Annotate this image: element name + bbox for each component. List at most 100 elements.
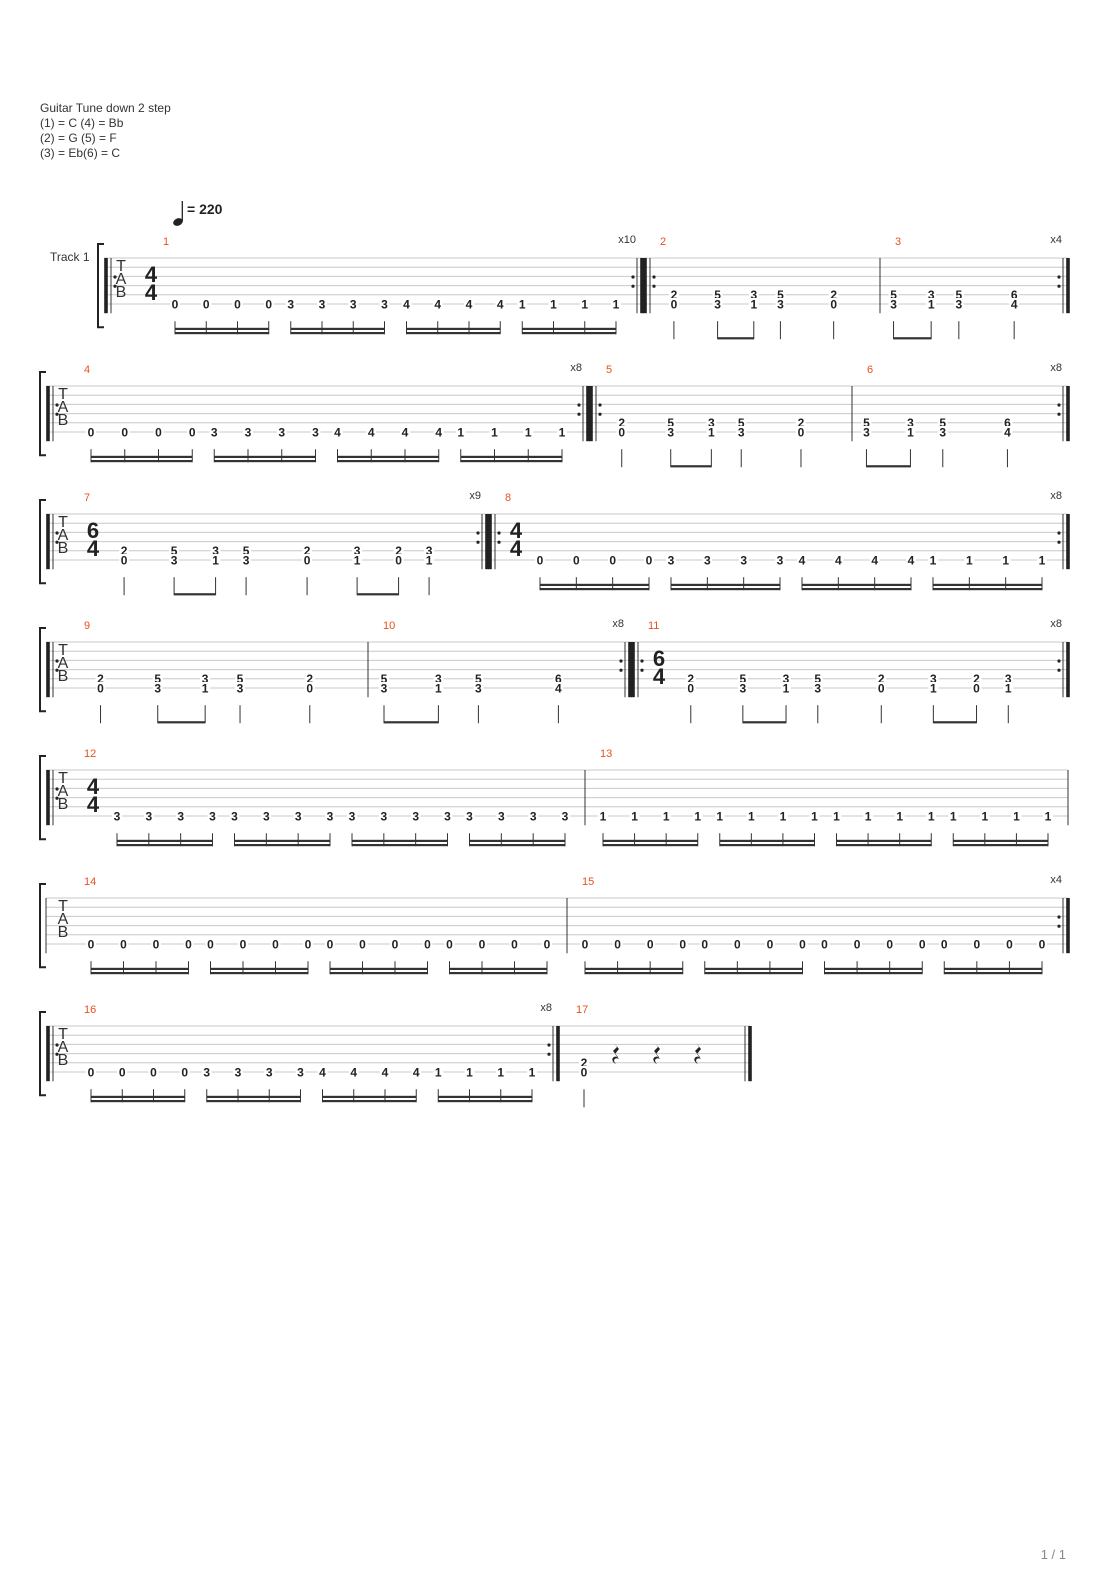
beam: [157, 721, 206, 724]
fret-bg: [303, 938, 313, 950]
fret-number: 0: [327, 937, 334, 951]
beam: [290, 327, 385, 330]
system-bracket: [39, 1011, 46, 1097]
repeat-dot: [577, 412, 581, 416]
fret-bg: [553, 682, 564, 694]
fret-bg: [393, 544, 404, 557]
fret-bg: [580, 938, 590, 950]
fret-bg: [433, 682, 444, 694]
thick-barline: [640, 258, 644, 314]
fret-bg: [332, 426, 343, 438]
fret-bg: [876, 672, 887, 685]
beam: [933, 588, 1042, 591]
fret-number: 4: [435, 425, 442, 439]
fret-bg: [148, 1066, 159, 1078]
fret-number: 3: [245, 425, 252, 439]
fret-number: 1: [708, 425, 715, 439]
fret-number: 4: [799, 553, 806, 567]
fret-bg: [119, 544, 130, 557]
repeat-dot: [55, 403, 59, 407]
fret-bg: [302, 554, 313, 566]
beam: [719, 839, 815, 842]
bar-number: 8: [505, 492, 511, 504]
repeat-dot: [55, 796, 59, 800]
fret-number: 1: [550, 297, 557, 311]
fret-bg: [748, 298, 759, 310]
fret-number: 0: [919, 937, 926, 951]
beam: [406, 332, 501, 335]
repeat-dot: [1057, 412, 1061, 416]
fret-bg: [553, 672, 564, 685]
fret-number: 3: [955, 297, 962, 311]
fret-number: 1: [896, 809, 903, 823]
system-bracket: [39, 371, 46, 457]
fret-bg: [393, 554, 404, 566]
fret-bg: [464, 1066, 475, 1078]
fret-bg: [812, 672, 823, 685]
fret-bg: [400, 426, 410, 438]
beam: [210, 967, 308, 970]
beam: [933, 583, 1042, 586]
fret-number: 2: [97, 672, 104, 686]
beam: [944, 972, 1042, 975]
fret-bg: [668, 288, 679, 301]
fret-bg: [325, 938, 335, 950]
fret-bg: [235, 682, 246, 694]
tuning-line: Guitar Tune down 2 step: [40, 101, 171, 115]
fret-number: 0: [189, 425, 196, 439]
fret-number: 6: [1011, 288, 1018, 302]
fret-number: 3: [319, 297, 326, 311]
fret-bg: [888, 288, 899, 301]
fret-bg: [971, 682, 982, 694]
tuning-line: (3) = Eb(6) = C: [40, 146, 121, 160]
fret-number: 4: [403, 297, 410, 311]
fret-bg: [1000, 554, 1011, 566]
fret-number: 3: [237, 681, 244, 695]
fret-bg: [118, 938, 129, 950]
fret-bg: [473, 682, 484, 694]
fret-bg: [666, 554, 676, 566]
fret-bg: [852, 938, 863, 950]
quarter-rest-icon: [694, 1043, 701, 1064]
fret-number: 1: [631, 809, 638, 823]
beam: [824, 967, 923, 970]
fret-bg: [422, 938, 433, 950]
time-signature-bottom: 4: [653, 664, 666, 689]
fret-bg: [607, 554, 618, 566]
thick-barline: [1066, 386, 1070, 442]
fret-number: 0: [207, 937, 214, 951]
fret-number: 3: [426, 544, 433, 558]
fret-bg: [797, 938, 808, 950]
fret-bg: [243, 426, 253, 438]
bar-number: 17: [576, 1004, 588, 1016]
repeat-dot: [476, 540, 480, 544]
fret-number: 5: [714, 288, 721, 302]
fret-number: 3: [714, 297, 721, 311]
fret-bg: [937, 416, 948, 429]
fret-bg: [410, 810, 421, 822]
thick-barline: [628, 642, 632, 698]
fret-number: 3: [704, 553, 711, 567]
beam: [460, 455, 562, 458]
fret-bg: [263, 298, 274, 310]
fret-number: 0: [537, 553, 544, 567]
fret-bg: [677, 938, 688, 950]
fret-bg: [888, 298, 899, 310]
beam: [585, 972, 683, 975]
fret-number: 0: [973, 937, 980, 951]
fret-number: 0: [973, 681, 980, 695]
fret-bg: [433, 1066, 444, 1078]
fret-number: 2: [973, 672, 980, 686]
fret-number: 5: [955, 288, 962, 302]
fret-number: 1: [966, 553, 973, 567]
fret-bg: [276, 426, 287, 438]
fret-number: 0: [88, 1065, 95, 1079]
fret-number: 3: [171, 553, 178, 567]
fret-bg: [831, 810, 842, 822]
beam: [460, 460, 562, 463]
fret-number: 1: [930, 681, 937, 695]
fret-number: 1: [716, 809, 723, 823]
fret-bg: [665, 426, 676, 438]
fret-bg: [170, 298, 180, 310]
beam: [330, 967, 428, 970]
